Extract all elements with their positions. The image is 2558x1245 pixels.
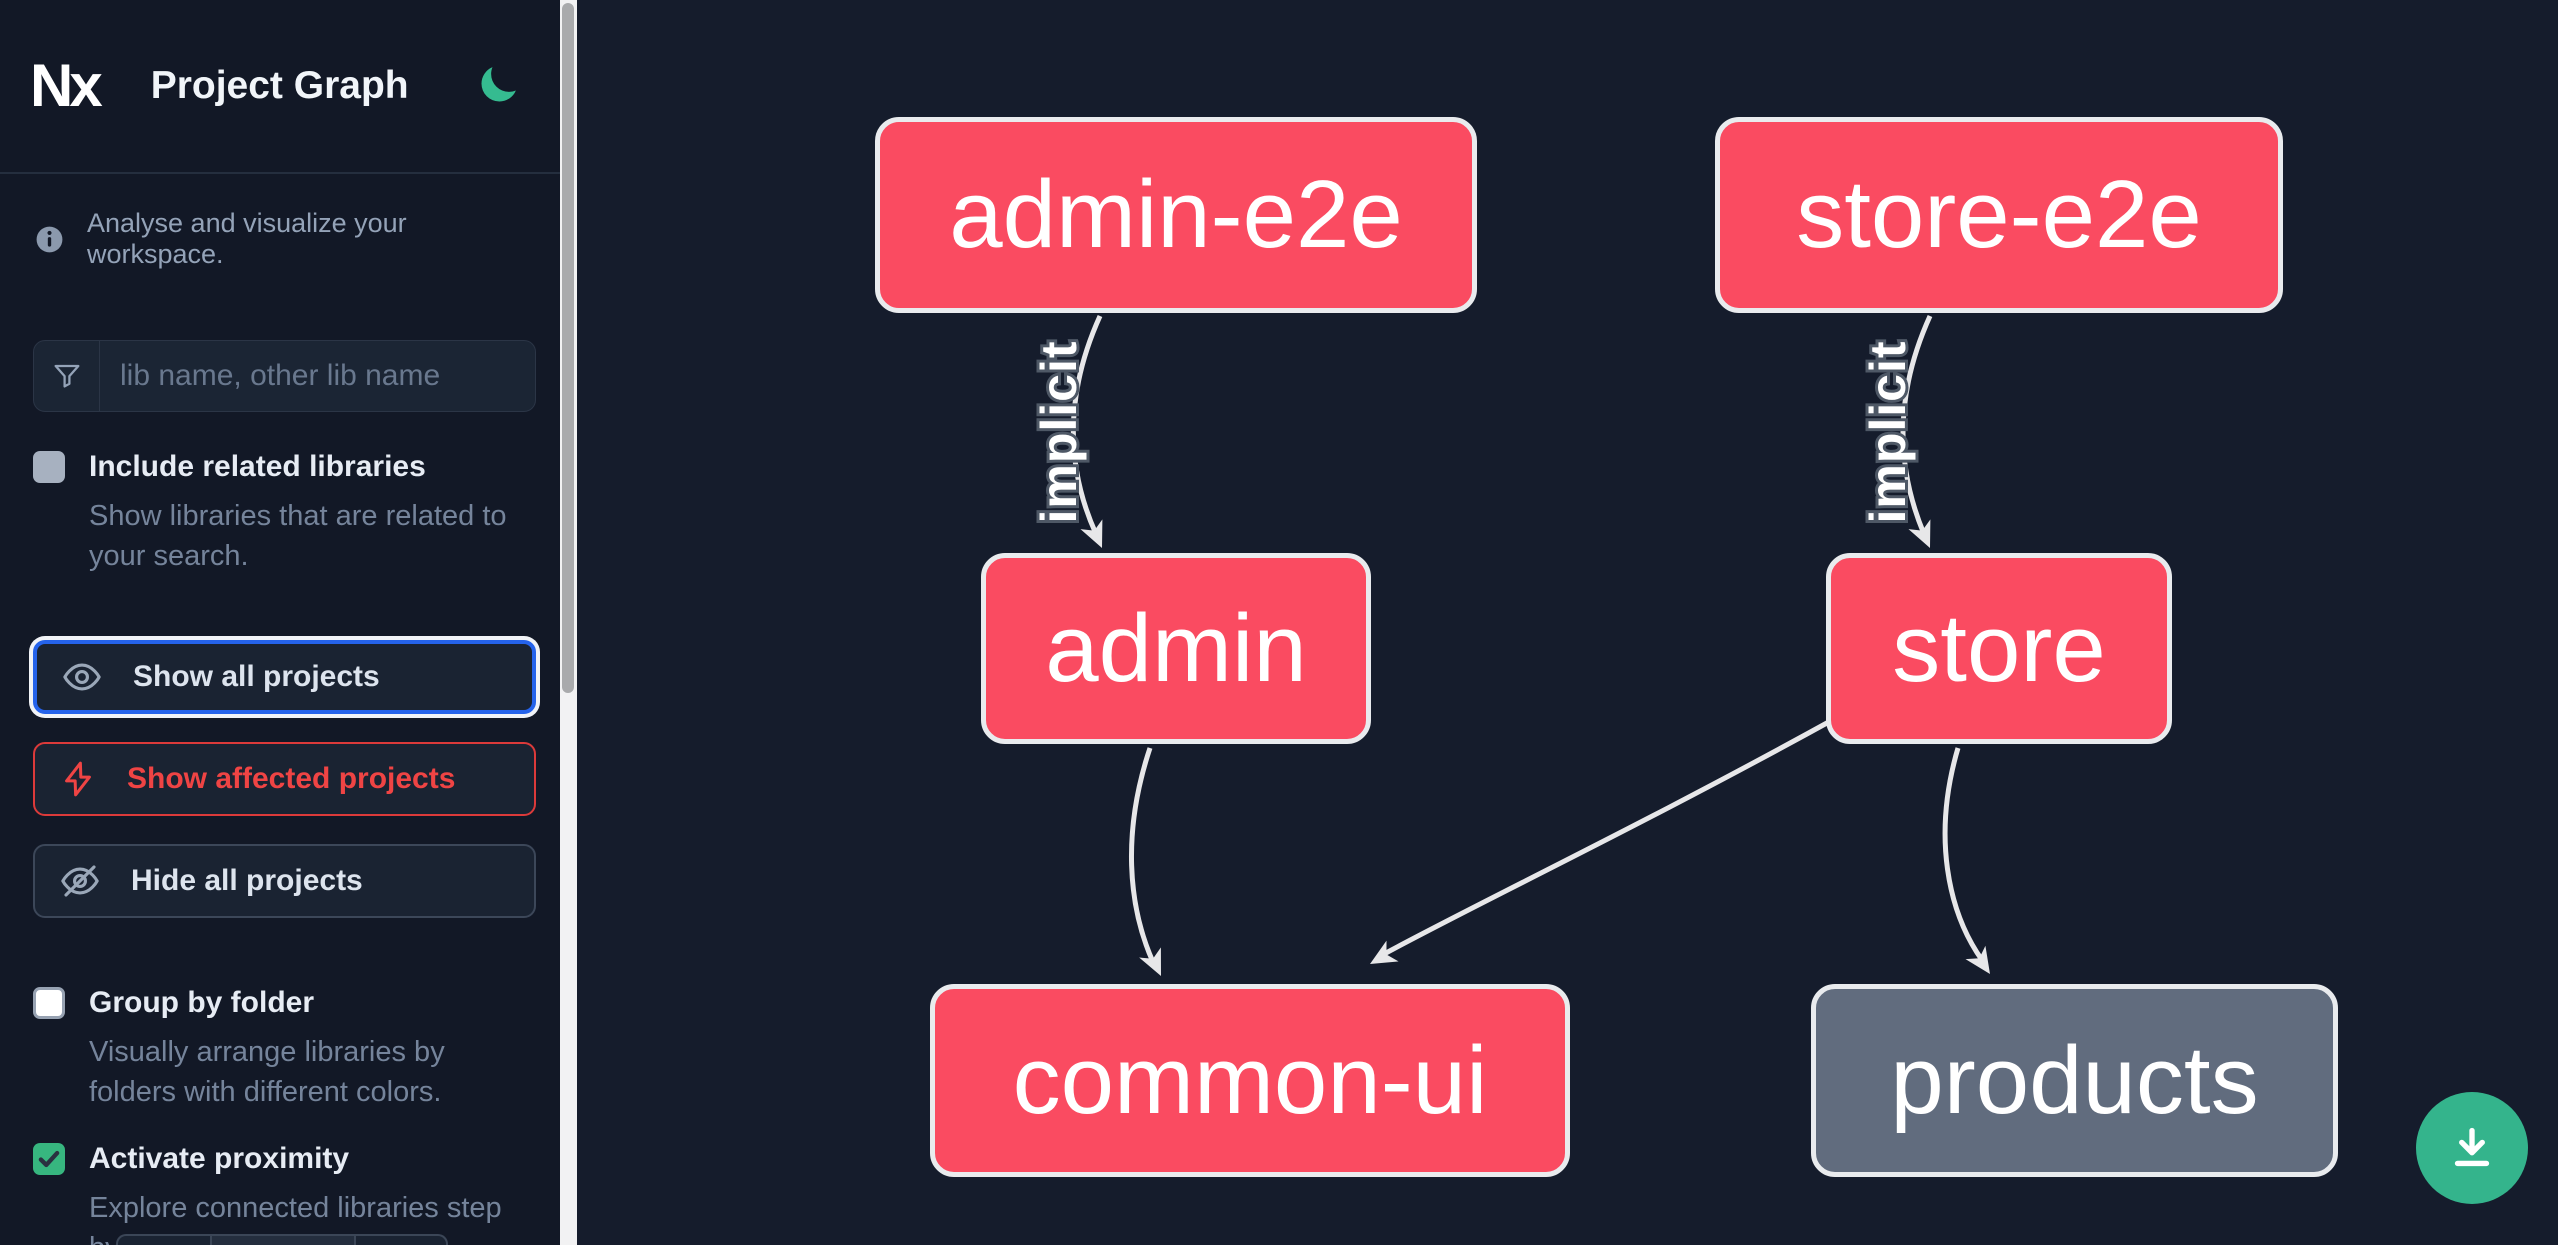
include-related-checkbox[interactable] [33,451,65,483]
theme-toggle-button[interactable] [476,63,520,110]
edge-label-store-e2e-to-store[interactable]: implicit [1857,337,1919,526]
activate-proximity-toggle: Activate proximity Explore connected lib… [33,1142,530,1245]
sidebar: Nx Project Graph Analyse and visualize y… [0,0,560,1245]
graph-node-admin-e2e[interactable]: admin-e2e [875,117,1477,313]
hide-all-projects-button[interactable]: Hide all projects [33,844,536,918]
download-icon [2444,1120,2500,1176]
group-by-folder-description: Visually arrange libraries by folders wi… [89,1036,445,1108]
group-by-folder-label: Group by folder [89,986,314,1019]
moon-icon [476,63,520,110]
arrowhead-icon [1370,940,1399,964]
nx-logo[interactable]: Nx [30,52,103,119]
include-related-description: Show libraries that are related to your … [89,500,507,572]
sidebar-scrollbar-thumb[interactable] [562,3,574,693]
search-box [33,340,536,412]
activate-proximity-description: Explore connected libraries step by step… [89,1192,502,1245]
show-affected-projects-label: Show affected projects [127,762,456,795]
workspace-tagline: Analyse and visualize your workspace. [34,208,530,270]
proximity-depth-stepper [116,1234,448,1245]
stepper-increment-button[interactable] [354,1234,448,1245]
stepper-value [212,1234,354,1245]
download-graph-button[interactable] [2416,1092,2528,1204]
graph-node-store-e2e[interactable]: store-e2e [1715,117,2283,313]
edge-admin-e2e-to-admin[interactable] [1070,314,1103,536]
eye-icon [61,656,103,698]
page-title: Project Graph [150,64,409,107]
arrowhead-icon [1965,945,1990,974]
bolt-icon [59,760,97,798]
show-affected-projects-button[interactable]: Show affected projects [33,742,536,816]
group-by-folder-checkbox[interactable] [33,987,65,1019]
show-all-projects-label: Show all projects [133,660,380,693]
group-by-folder-toggle: Group by folder Visually arrange librari… [33,986,530,1112]
edge-label-admin-e2e-to-admin[interactable]: implicit [1028,337,1090,526]
activate-proximity-checkbox[interactable] [33,1143,65,1175]
search-input[interactable] [100,341,535,411]
arrowhead-icon [1080,519,1103,548]
tagline-text: Analyse and visualize your workspace. [87,208,407,269]
show-all-projects-button[interactable]: Show all projects [33,640,536,714]
filter-funnel-icon [34,341,100,411]
hide-all-projects-label: Hide all projects [131,864,363,897]
sidebar-header: Nx Project Graph [0,0,560,174]
checkmark-icon [36,1146,62,1172]
edge-store-to-products[interactable] [1942,747,1985,962]
graph-node-admin[interactable]: admin [981,553,1371,744]
graph-node-store[interactable]: store [1826,553,2172,744]
edge-store-e2e-to-store[interactable] [1900,314,1933,535]
arrowhead-icon [1139,947,1161,976]
info-icon [34,224,65,255]
include-related-label: Include related libraries [89,450,426,483]
graph-node-products[interactable]: products [1811,984,2338,1177]
eye-off-icon [59,860,101,902]
edge-admin-to-common-ui[interactable] [1128,747,1156,964]
activate-proximity-label: Activate proximity [89,1142,350,1175]
edge-store-to-common-ui[interactable] [1382,715,1838,957]
graph-node-common-ui[interactable]: common-ui [930,984,1570,1177]
sidebar-scrollbar-track[interactable] [560,0,577,1245]
stepper-decrement-button[interactable] [116,1234,212,1245]
arrowhead-icon [1908,519,1931,548]
include-related-toggle: Include related libraries Show libraries… [33,450,530,576]
